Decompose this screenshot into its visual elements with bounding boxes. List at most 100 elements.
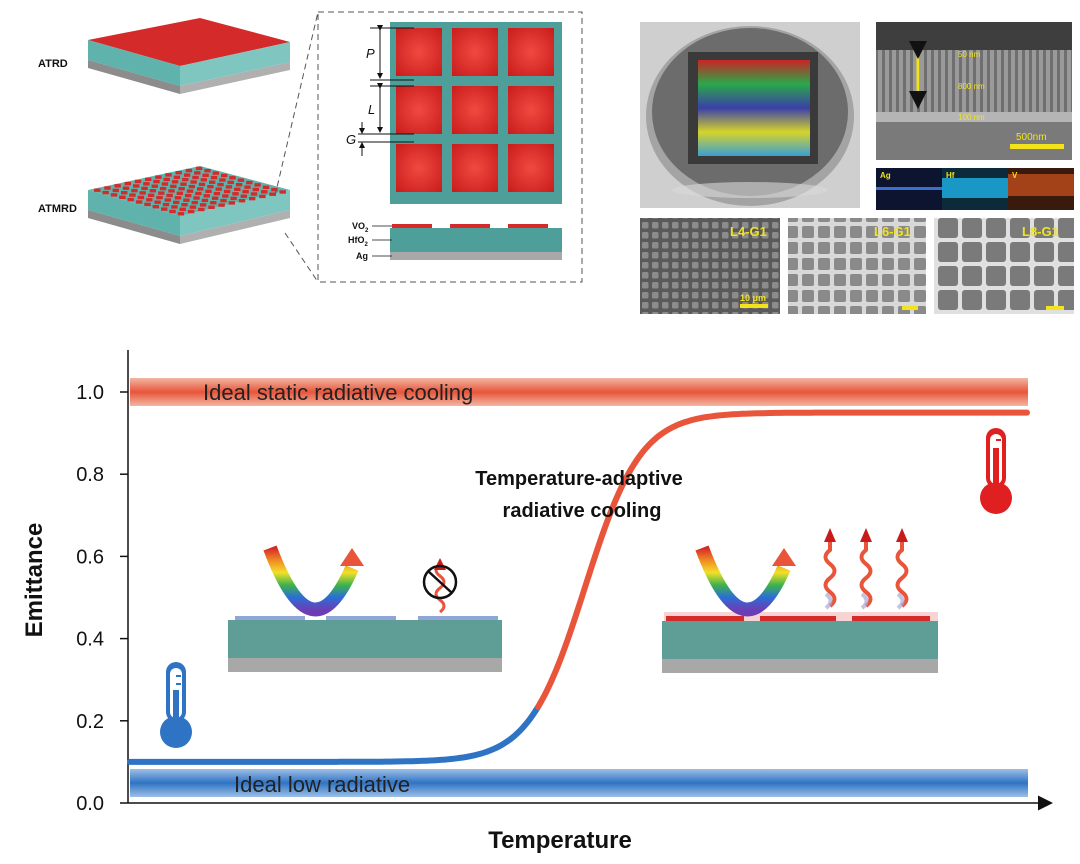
- zoom-box: [317, 11, 583, 283]
- vo2-pixel: [229, 176, 236, 180]
- adaptive-annotation-line1: Temperature-adaptive: [475, 468, 682, 490]
- vo2-pixel: [219, 178, 226, 182]
- vo2-pixel: [104, 186, 111, 190]
- vo2-pixel: [215, 187, 222, 191]
- band-static-cooling: [130, 378, 1028, 406]
- vo2-pixel: [161, 182, 169, 186]
- eds-ag-label: Ag: [880, 171, 891, 180]
- vo2-pixel: [269, 192, 276, 196]
- vo2-pixel: [114, 184, 121, 188]
- vo2-pixel: [208, 205, 215, 209]
- vo2-pixel: [179, 207, 186, 211]
- vo2-pixel: [102, 190, 109, 195]
- vo2-pixel: [135, 200, 143, 204]
- layer-hfo2-label: HfO2: [348, 235, 369, 248]
- vo2-pixel: [145, 177, 152, 181]
- thickness-top-label: 50 nm: [958, 50, 981, 59]
- vo2-pixel: [190, 180, 197, 184]
- cold-reflection-arrow-icon: [263, 545, 364, 617]
- vo2-pixel: [176, 191, 183, 195]
- vo2-pixel: [222, 194, 229, 198]
- vo2-pixel: [213, 191, 221, 196]
- vo2-pixel: [207, 185, 214, 189]
- vo2-pixel: [119, 195, 126, 199]
- vo2-pixel: [122, 186, 130, 190]
- vo2-pixel: [133, 184, 140, 188]
- hot-reflection-arrow-icon: [695, 545, 796, 617]
- vo2-pixel: [192, 175, 199, 180]
- sem-image-l6g1: [788, 218, 926, 314]
- vo2-pixel: [171, 205, 178, 209]
- vo2-pixel: [182, 177, 189, 182]
- vo2-pixel: [244, 185, 251, 189]
- vo2-pixel: [225, 185, 233, 189]
- vo2-pixel: [180, 182, 187, 186]
- series-low-label: Ideal low radiative: [234, 772, 410, 797]
- vo2-pixel: [158, 191, 165, 195]
- vo2-pixel: [159, 186, 167, 191]
- zoom-line-bottom: [284, 232, 319, 283]
- vo2-pixel: [210, 201, 217, 205]
- vo2-pixel: [227, 180, 234, 185]
- vo2-pixel: [217, 182, 224, 187]
- dimension-p-label: P: [366, 46, 375, 61]
- vo2-pixel: [250, 192, 258, 196]
- cross-section-sem: [876, 22, 1072, 160]
- vo2-pixel: [228, 201, 235, 205]
- vo2-pixel: [165, 173, 172, 177]
- vo2-pixel: [201, 198, 209, 203]
- vo2-pixel: [211, 196, 219, 200]
- y-axis-title: Emittance: [21, 523, 48, 638]
- vo2-pixel: [94, 188, 101, 192]
- vo2-pixel: [177, 212, 185, 216]
- vo2-pixel: [194, 171, 201, 175]
- layer-ag-label: Ag: [356, 251, 368, 261]
- vo2-pixel: [143, 182, 150, 186]
- vo2-pixel: [183, 173, 191, 177]
- vo2-pixel: [169, 209, 176, 214]
- vo2-pixel: [200, 178, 207, 182]
- vo2-pixel: [139, 191, 146, 195]
- vo2-pixel: [203, 194, 210, 198]
- dimension-g: [358, 122, 414, 156]
- vo2-pixel: [191, 200, 198, 205]
- vo2-pixel: [161, 207, 168, 211]
- y-tick-label: 0.8: [76, 464, 104, 486]
- vo2-pixel: [131, 188, 138, 193]
- vo2-pixel: [155, 175, 162, 179]
- vo2-pixel: [173, 200, 180, 205]
- dimension-l-label: L: [368, 102, 375, 117]
- vo2-pixel: [146, 198, 153, 202]
- vo2-pixel: [124, 181, 131, 186]
- vo2-pixel: [178, 187, 185, 191]
- y-tick-label: 0.4: [76, 629, 104, 651]
- layer-vo2-label: VO2: [352, 221, 369, 234]
- vo2-pixel: [262, 185, 270, 189]
- vo2-pixel: [188, 184, 195, 189]
- vo2-pixel: [121, 191, 128, 195]
- vo2-pixel: [249, 196, 256, 201]
- vo2-pixel: [149, 189, 157, 193]
- adaptive-curve-cold-segment: [127, 704, 541, 765]
- vo2-pixel: [271, 187, 278, 192]
- vo2-pixel: [144, 202, 151, 207]
- sem-l6g1-label: L6-G1: [874, 224, 911, 239]
- vo2-pixel: [198, 207, 205, 212]
- sem-l4g1-label: L4-G1: [730, 224, 767, 239]
- vo2-pixel: [279, 190, 286, 194]
- band-low-radiative: [130, 769, 1028, 797]
- vo2-pixel: [129, 193, 136, 197]
- blocked-emission-icon: [422, 558, 458, 614]
- vo2-pixel: [218, 203, 225, 207]
- vo2-pixel: [212, 171, 219, 175]
- vo2-pixel: [202, 173, 209, 177]
- side-view-stack: [372, 224, 562, 260]
- y-tick-label: 0.0: [76, 793, 104, 815]
- vo2-pixel: [166, 193, 173, 198]
- hot-device: [662, 612, 938, 673]
- thickness-mid-label: 800 nm: [958, 82, 985, 91]
- vo2-pixel: [195, 191, 202, 196]
- y-tick-label: 0.2: [76, 711, 104, 733]
- vo2-pixel: [199, 203, 207, 207]
- vo2-pixel: [168, 189, 175, 193]
